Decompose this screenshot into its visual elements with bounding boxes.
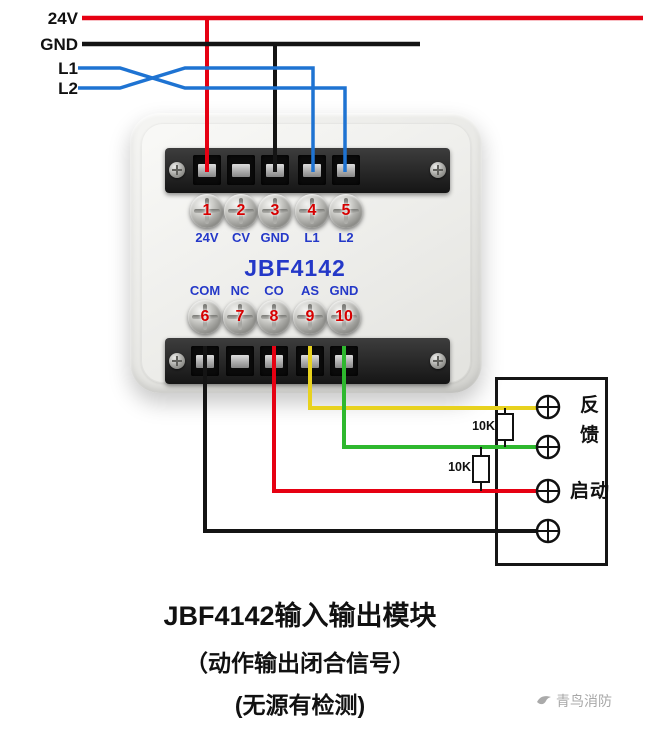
wire-clamp bbox=[226, 346, 254, 376]
clamp-metal bbox=[335, 354, 353, 368]
resistor-10k-start bbox=[472, 447, 490, 491]
terminal-label-co: CO bbox=[264, 283, 284, 298]
terminal-number: 3 bbox=[270, 202, 280, 219]
terminal-label-nc: NC bbox=[230, 283, 250, 298]
screw-slot-icon bbox=[203, 304, 207, 330]
caption-title: JBF4142输入输出模块 bbox=[163, 601, 437, 631]
screw-slot-icon bbox=[238, 304, 242, 330]
resistor-label-feedback: 10K bbox=[472, 419, 495, 433]
terminal-label-cv: CV bbox=[231, 230, 251, 245]
bus-label-l1: L1 bbox=[58, 59, 78, 78]
terminal-8-co: 8 bbox=[257, 300, 291, 334]
wire-clamp bbox=[332, 155, 360, 185]
top-terminal-strip bbox=[165, 148, 450, 193]
strip-screw-icon bbox=[430, 162, 446, 178]
resistor-label-start: 10K bbox=[448, 460, 471, 474]
screw-slot-icon bbox=[310, 198, 314, 224]
wire-clamp bbox=[330, 346, 358, 376]
clamp-metal bbox=[266, 163, 284, 177]
terminal-label-l2: L2 bbox=[338, 230, 354, 245]
terminal-label-24v: 24V bbox=[195, 230, 219, 245]
bus-label-l2: L2 bbox=[58, 79, 78, 98]
terminal-label-as: AS bbox=[300, 283, 320, 298]
terminal-label-l1: L1 bbox=[304, 230, 320, 245]
clamp-metal bbox=[303, 163, 321, 177]
wire-clamp bbox=[261, 155, 289, 185]
terminal-3-gnd: 3 bbox=[258, 194, 292, 228]
device-label-feedback-char1: 反 bbox=[580, 395, 600, 416]
clamp-metal bbox=[301, 354, 319, 368]
screw-slot-icon bbox=[273, 198, 277, 224]
strip-screw-icon bbox=[430, 353, 446, 369]
clamp-metal bbox=[337, 163, 355, 177]
bottom-terminal-strip bbox=[165, 338, 450, 384]
resistor-body bbox=[472, 455, 490, 483]
screw-slot-icon bbox=[308, 304, 312, 330]
caption: JBF4142输入输出模块 （动作输出闭合信号） (无源有检测) bbox=[60, 594, 540, 720]
terminal-number: 6 bbox=[200, 308, 210, 325]
device-label-feedback-char2: 馈 bbox=[580, 425, 600, 446]
screw-slot-icon bbox=[344, 198, 348, 224]
terminal-9-as: 9 bbox=[293, 300, 327, 334]
clamp-metal bbox=[265, 354, 283, 368]
wire-clamp bbox=[191, 346, 219, 376]
terminal-number: 1 bbox=[202, 202, 212, 219]
bird-shape bbox=[537, 696, 551, 705]
screw-slot-icon bbox=[205, 198, 209, 224]
screw-slot-icon bbox=[342, 304, 346, 330]
bus-label-gnd: GND bbox=[40, 35, 78, 54]
terminal-number: 9 bbox=[305, 308, 315, 325]
screw-slot-icon bbox=[239, 198, 243, 224]
terminal-10-gnd: 10 bbox=[327, 300, 361, 334]
bus-label-24v: 24V bbox=[47, 9, 78, 28]
terminal-label-gnd: GND bbox=[260, 230, 290, 245]
terminal-4-l1: 4 bbox=[295, 194, 329, 228]
clamp-metal bbox=[232, 163, 250, 177]
brand-watermark: 青鸟消防 bbox=[536, 691, 612, 711]
clamp-metal bbox=[196, 354, 214, 368]
terminal-2-cv: 2 bbox=[224, 194, 258, 228]
wire-clamp bbox=[227, 155, 255, 185]
wire-clamp bbox=[296, 346, 324, 376]
terminal-number: 4 bbox=[307, 202, 317, 219]
strip-screw-icon bbox=[169, 353, 185, 369]
device-label-start: 启动 bbox=[570, 481, 611, 502]
module-body: 1 2 3 4 5 24V CV GND L1 L2 JBF4142 COM N… bbox=[130, 113, 482, 393]
wire-clamp bbox=[260, 346, 288, 376]
terminal-label-com: COM bbox=[189, 283, 221, 298]
caption-subtitle: （动作输出闭合信号） bbox=[185, 650, 415, 676]
terminal-number: 10 bbox=[335, 308, 353, 325]
terminal-number: 2 bbox=[236, 202, 246, 219]
terminal-number: 5 bbox=[341, 202, 351, 219]
wire-clamp bbox=[298, 155, 326, 185]
clamp-metal bbox=[198, 163, 216, 177]
terminal-number: 8 bbox=[269, 308, 279, 325]
terminal-number: 7 bbox=[235, 308, 245, 325]
terminal-6-com: 6 bbox=[188, 300, 222, 334]
terminal-1-24v: 1 bbox=[190, 194, 224, 228]
module-name: JBF4142 bbox=[244, 255, 346, 281]
caption-note: (无源有检测) bbox=[234, 692, 366, 718]
brand-bird-icon bbox=[537, 696, 551, 705]
terminal-5-l2: 5 bbox=[329, 194, 363, 228]
wire-clamp bbox=[193, 155, 221, 185]
screw-slot-icon bbox=[272, 304, 276, 330]
brand-watermark-text: 青鸟消防 bbox=[556, 693, 612, 709]
terminal-7-nc: 7 bbox=[223, 300, 257, 334]
terminal-label-gnd2: GND bbox=[329, 283, 359, 298]
clamp-metal bbox=[231, 354, 249, 368]
strip-screw-icon bbox=[169, 162, 185, 178]
